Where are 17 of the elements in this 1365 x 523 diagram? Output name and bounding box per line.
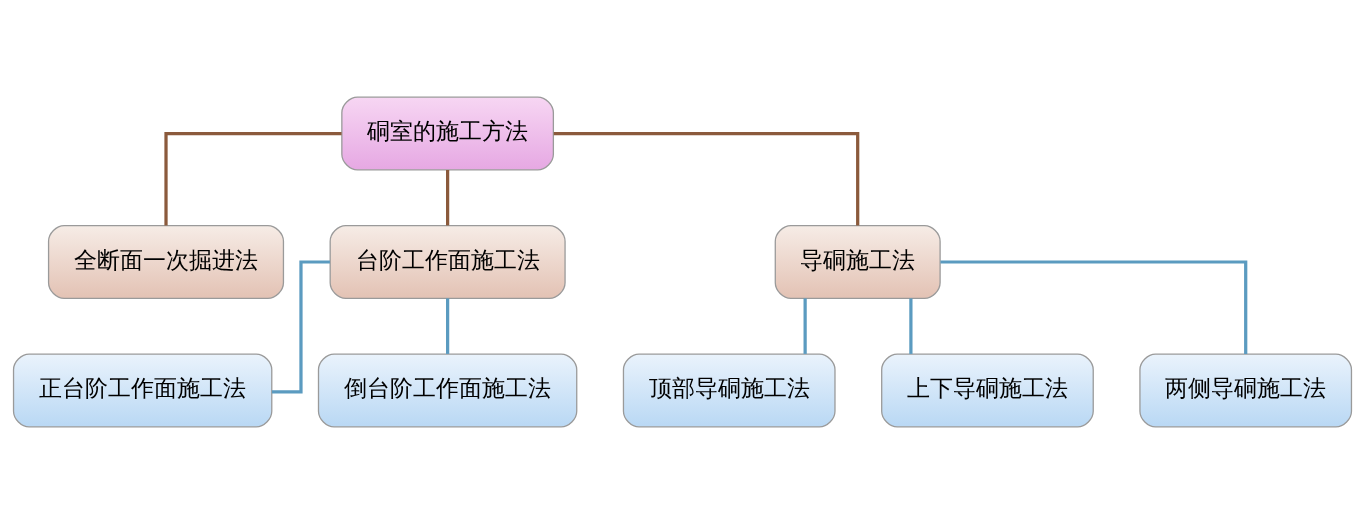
node-box: 台阶工作面施工法 — [329, 224, 566, 299]
connector — [553, 131, 860, 226]
connector — [164, 131, 342, 226]
node-box: 倒台阶工作面施工法 — [317, 353, 578, 427]
connector — [940, 259, 1248, 354]
node-box: 硐室的施工方法 — [341, 96, 555, 170]
node-box: 上下导硐施工法 — [881, 353, 1094, 427]
node-box: 顶部导硐施工法 — [622, 353, 836, 427]
node-box: 全断面一次掘进法 — [47, 224, 285, 299]
node-box: 两侧导硐施工法 — [1139, 353, 1353, 427]
connector — [271, 259, 330, 393]
connector — [446, 297, 450, 354]
node-box: 导硐施工法 — [774, 224, 941, 299]
connector — [909, 297, 913, 354]
connector — [446, 169, 450, 225]
connector — [803, 297, 807, 354]
node-box: 正台阶工作面施工法 — [12, 353, 273, 427]
